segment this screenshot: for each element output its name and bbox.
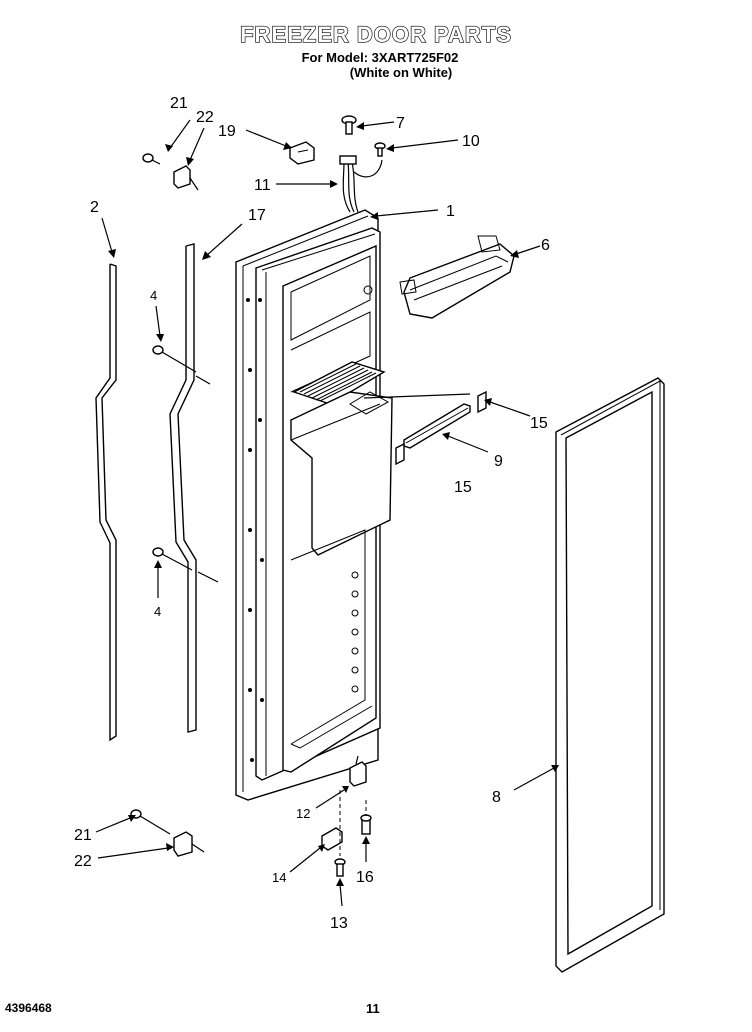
callout-12: 12 (296, 806, 310, 821)
callout-11: 11 (254, 177, 271, 194)
screw-part-21-upper (142, 153, 161, 165)
callout-7: 7 (396, 115, 405, 132)
callout-17: 17 (248, 207, 266, 224)
screw-part-4-lower (152, 547, 193, 571)
callout-6: 6 (541, 237, 550, 254)
hinge-part-12 (349, 755, 367, 787)
end-cap-part-15-upper (477, 390, 487, 414)
bracket-part-22-lower (173, 831, 205, 857)
callout-13: 13 (330, 915, 348, 932)
callout-numbers: 1 2 4 4 6 7 8 9 10 11 12 13 14 15 15 16 … (74, 95, 550, 932)
bushing-part-14 (321, 827, 343, 851)
bracket-part-22-upper (173, 165, 199, 191)
door-gasket-part-8 (555, 377, 665, 973)
color-line: (White on White) (349, 65, 453, 80)
screw-part-21-lower (130, 809, 171, 835)
strip-part-17 (169, 243, 219, 733)
callout-4-upper: 4 (150, 288, 157, 303)
callout-2: 2 (90, 199, 99, 216)
page-number: 11 (366, 1001, 380, 1016)
door-panel-part-1 (235, 209, 393, 801)
callout-19: 19 (218, 123, 236, 140)
leader-lines (95, 119, 559, 907)
callout-22-upper: 22 (196, 109, 214, 126)
model-line: For Model: 3XART725F02 (301, 50, 459, 65)
callout-4-lower: 4 (154, 604, 161, 619)
callout-14: 14 (272, 870, 286, 885)
door-edge-screws (246, 298, 264, 762)
callout-21-upper: 21 (170, 95, 188, 112)
screw-part-13 (334, 858, 346, 877)
gasket-strip-part-2 (95, 263, 117, 742)
screw-part-7 (341, 115, 357, 135)
callout-9: 9 (494, 453, 503, 470)
end-cap-part-15-lower (395, 442, 405, 466)
liner-holes (351, 285, 373, 693)
document-number: 4396468 (5, 1001, 52, 1015)
connector-part-19 (289, 141, 315, 165)
callout-15-upper: 15 (530, 415, 548, 432)
callout-22-lower: 22 (74, 853, 92, 870)
pin-part-16 (360, 814, 372, 835)
screw-part-10 (374, 142, 386, 157)
callout-21-lower: 21 (74, 827, 92, 844)
callout-8: 8 (492, 789, 501, 806)
callout-16: 16 (356, 869, 374, 886)
callout-10: 10 (462, 133, 480, 150)
screw-part-4-upper (152, 345, 197, 373)
callout-1: 1 (446, 203, 455, 220)
page-title: FREEZER DOOR PARTS (239, 21, 512, 47)
door-bin-part-6 (399, 235, 515, 319)
dispenser-grille (292, 361, 386, 405)
callout-15-lower: 15 (454, 479, 472, 496)
wire-harness-part-11 (339, 155, 383, 213)
